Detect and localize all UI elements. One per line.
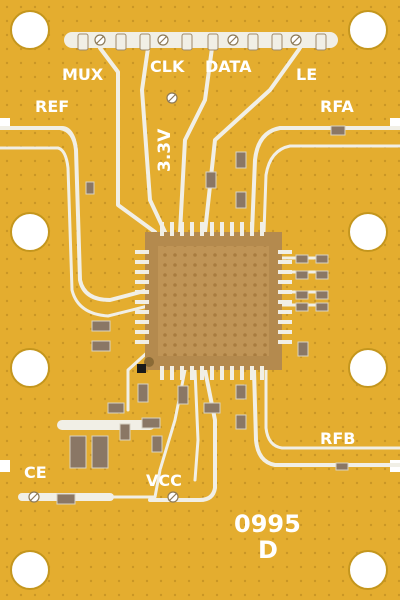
resistor-r6 <box>141 417 161 429</box>
label-ref: REF <box>35 97 69 116</box>
label-data: DATA <box>205 57 252 76</box>
ic-chip <box>135 222 292 380</box>
resistor-r2 <box>205 171 217 189</box>
trace-rfa-ground <box>262 144 400 234</box>
trace-clk <box>140 46 167 234</box>
trace-left-bottom <box>126 348 152 412</box>
label-ce: CE <box>24 463 47 482</box>
resistor-right-6 <box>315 290 329 300</box>
mounting-hole-lower-left <box>10 348 50 388</box>
capacitor-c2 <box>235 191 247 209</box>
test-point-data <box>227 34 239 46</box>
resistor-right-4 <box>315 270 329 280</box>
test-point-clk <box>157 34 169 46</box>
test-points <box>28 34 302 503</box>
resistor-r5 <box>119 423 131 441</box>
resistor-r7 <box>56 493 76 505</box>
resistor-r3 <box>107 402 125 414</box>
resistor-right-8 <box>315 302 329 312</box>
resistor-right-3 <box>295 270 309 280</box>
trace-vcc <box>148 368 217 502</box>
mounting-hole-top-left <box>10 10 50 50</box>
chip-pin1-marker <box>144 357 154 367</box>
capacitor-c8 <box>235 384 247 400</box>
test-point-le <box>290 34 302 46</box>
test-point-ce <box>28 491 40 503</box>
mounting-hole-mid-left <box>10 212 50 252</box>
trace-rfa <box>250 126 400 234</box>
label-voltage: 3.3V <box>155 128 175 172</box>
resistor-right-7 <box>295 302 309 312</box>
resistor-r4 <box>203 402 221 414</box>
header-pads <box>77 33 327 51</box>
label-part-number: 0995 <box>234 510 301 538</box>
resistor-right-2 <box>315 254 329 264</box>
chip-pad-dots <box>158 246 269 356</box>
capacitor-c10 <box>151 435 163 453</box>
label-mux: MUX <box>62 65 104 84</box>
chip-corner-marker <box>137 364 146 373</box>
capacitor-c9 <box>235 414 247 430</box>
label-le: LE <box>296 65 317 84</box>
test-point-mux <box>94 34 106 46</box>
capacitor-c5 <box>297 341 309 357</box>
components <box>56 125 349 505</box>
label-revision: D <box>258 536 278 564</box>
trace-rfb-ground <box>264 368 400 450</box>
capacitor-large-2 <box>91 435 109 469</box>
trace-ref <box>58 126 150 302</box>
test-point-3v3 <box>166 92 178 104</box>
mounting-hole-bottom-left <box>10 550 50 590</box>
trace-rfb <box>252 368 400 467</box>
trace-data <box>178 46 214 234</box>
mounting-holes <box>10 10 388 590</box>
resistor-rfa <box>330 125 346 136</box>
test-point-vcc <box>167 491 179 503</box>
capacitor-large-1 <box>69 435 87 469</box>
chip-leads <box>135 222 292 380</box>
resistor-right-5 <box>295 290 309 300</box>
capacitor-c4 <box>91 340 111 352</box>
trace-vcc-2 <box>193 368 200 482</box>
capacitor-c7 <box>177 385 189 405</box>
mounting-hole-top-right <box>348 10 388 50</box>
label-rfb: RFB <box>320 429 355 448</box>
label-rfa: RFA <box>320 97 354 116</box>
mounting-hole-lower-right <box>348 348 388 388</box>
label-vcc: VCC <box>146 471 182 490</box>
resistor-r1 <box>85 181 95 195</box>
capacitor-c1 <box>235 151 247 169</box>
capacitor-c3 <box>91 320 111 332</box>
mounting-hole-bottom-right <box>348 550 388 590</box>
resistor-rfb <box>335 462 349 471</box>
label-clk: CLK <box>150 57 185 76</box>
trace-ref-ground <box>0 146 150 318</box>
trace-mux <box>98 46 157 234</box>
mounting-hole-mid-right <box>348 212 388 252</box>
resistor-right-1 <box>295 254 309 264</box>
capacitor-c6 <box>137 383 149 403</box>
